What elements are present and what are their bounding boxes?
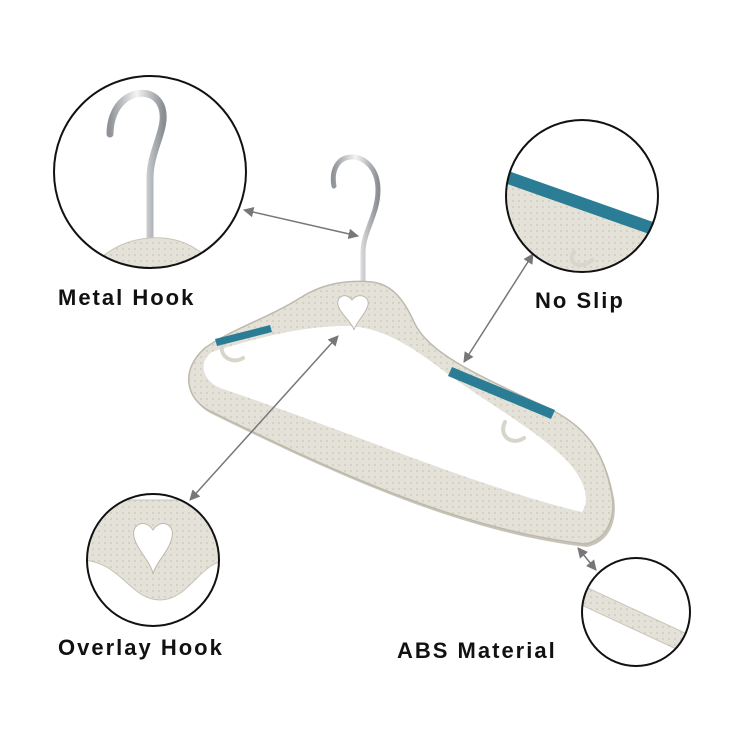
- detail-circle-overlay-hook: [86, 493, 220, 627]
- hanger-overlay-hook: [337, 295, 369, 331]
- label-metal-hook: Metal Hook: [58, 285, 196, 310]
- label-overlay-hook: Overlay Hook: [58, 635, 224, 660]
- grip-strip-right: [448, 367, 555, 419]
- detail-circle-metal-hook: [53, 75, 247, 269]
- label-abs-material: ABS Material: [397, 638, 557, 663]
- arrow-overlay-hook: [189, 335, 339, 501]
- arrow-no-slip: [463, 253, 534, 363]
- label-no-slip: No Slip: [535, 288, 625, 313]
- arrow-abs-material: [577, 547, 597, 571]
- detail-circle-abs-material: [581, 557, 691, 667]
- detail-circle-no-slip: [505, 119, 659, 273]
- arrow-metal-hook: [242, 206, 360, 240]
- hanger-metal-hook: [330, 154, 381, 288]
- hanger-side-hook-right: [501, 420, 526, 443]
- leader-arrows: [189, 206, 597, 571]
